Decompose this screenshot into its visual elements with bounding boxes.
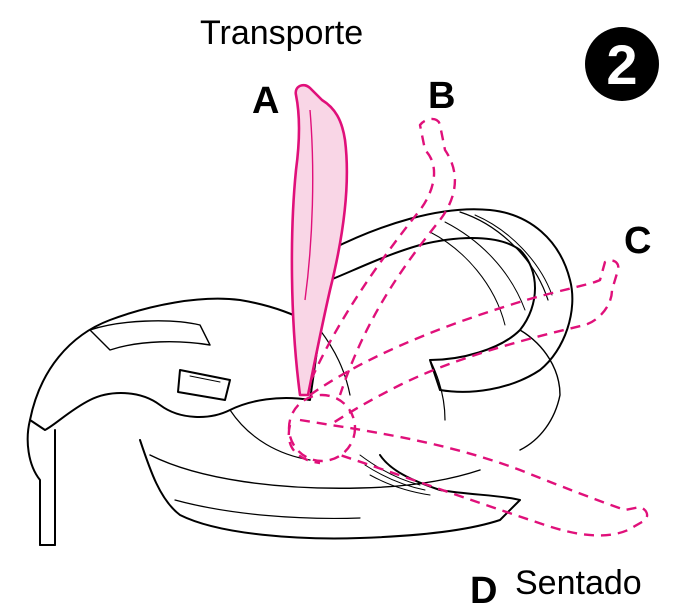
seated-position-title: Sentado (515, 566, 642, 600)
seat-shell (30, 299, 320, 430)
position-label-b: B (428, 77, 455, 115)
step-number-badge: 2 (585, 27, 659, 101)
position-label-a: A (252, 82, 279, 120)
position-label-d: D (470, 572, 497, 610)
carry-position-title: Transporte (200, 16, 363, 50)
handle-position-a (292, 85, 347, 395)
handle-pivot-dashed (289, 395, 355, 461)
seat-base (140, 440, 520, 538)
position-label-c: C (624, 222, 651, 260)
canopy (330, 209, 572, 392)
